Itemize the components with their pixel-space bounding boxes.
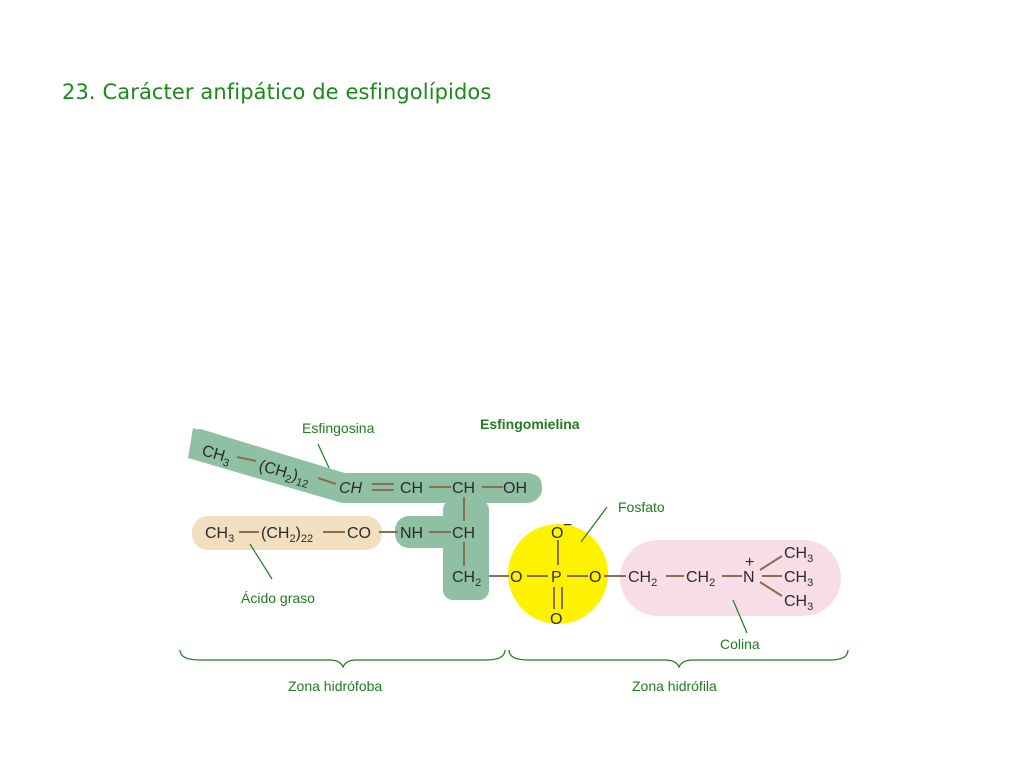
sph-nh-ch: CH <box>452 525 475 542</box>
fa-ch2n: (CH <box>261 525 289 542</box>
phos-o-right: O <box>589 569 601 586</box>
phos-o-charge: − <box>563 517 572 534</box>
phos-o-top: O <box>551 525 563 542</box>
sph-ch-alkene: CH <box>339 480 363 497</box>
label-esfingosina: Esfingosina <box>302 420 375 436</box>
label-zona-hidrofoba: Zona hidrófoba <box>288 678 382 694</box>
fatty-acid-highlight <box>192 516 382 550</box>
sph-oh: OH <box>503 480 527 497</box>
label-fosfato: Fosfato <box>618 499 665 515</box>
sph-c2: CH <box>452 480 475 497</box>
sph-c1: CH <box>400 480 423 497</box>
label-colina: Colina <box>720 636 760 652</box>
phos-p: P <box>551 569 562 586</box>
svg-text:CH3: CH3 <box>784 593 813 613</box>
choline-highlight <box>620 540 841 616</box>
cho-n-charge: + <box>745 554 754 571</box>
svg-text:(CH2)22: (CH2)22 <box>261 525 313 545</box>
cho-n: N <box>743 569 755 586</box>
cho-me1: CH <box>784 545 807 562</box>
choline-group: CH2 CH2 N + CH3 CH3 CH3 <box>628 545 813 613</box>
fatty-acid-chain: CH3 (CH2)22 CO NH <box>205 525 423 545</box>
bonds <box>236 456 783 609</box>
svg-text:CH2: CH2 <box>686 569 715 589</box>
fa-ch3: CH <box>205 525 228 542</box>
sphingosine-highlight <box>188 428 542 600</box>
label-esfingomielina: Esfingomielina <box>480 416 580 432</box>
phos-o-link: O <box>510 569 522 586</box>
svg-text:CH3: CH3 <box>784 569 813 589</box>
phos-o-bottom: O <box>550 611 562 628</box>
brace-hydrophilic <box>508 649 849 669</box>
svg-text:CH3: CH3 <box>199 443 233 470</box>
phosphate-highlight <box>508 524 608 624</box>
svg-text:CH2: CH2 <box>452 569 481 589</box>
svg-text:CH2: CH2 <box>628 569 657 589</box>
cho-me3: CH <box>784 593 807 610</box>
svg-text:CH3: CH3 <box>784 545 813 565</box>
label-zona-hidrofila: Zona hidrófila <box>632 678 717 694</box>
phosphate-group: O P O − O O <box>510 517 601 628</box>
sph-ch2: CH <box>452 569 475 586</box>
cho-ch2b: CH <box>686 569 709 586</box>
label-acido-graso: Ácido graso <box>241 590 315 606</box>
sph-ch3: CH <box>200 443 227 466</box>
fa-co: CO <box>347 525 371 542</box>
cho-ch2a: CH <box>628 569 651 586</box>
cho-me2: CH <box>784 569 807 586</box>
svg-text:CH3: CH3 <box>205 525 234 545</box>
fa-nh: NH <box>400 525 423 542</box>
slide-title: 23. Carácter anfipático de esfingolípido… <box>62 80 492 104</box>
brace-hydrophobic <box>179 649 506 669</box>
leader-lines <box>249 443 748 634</box>
